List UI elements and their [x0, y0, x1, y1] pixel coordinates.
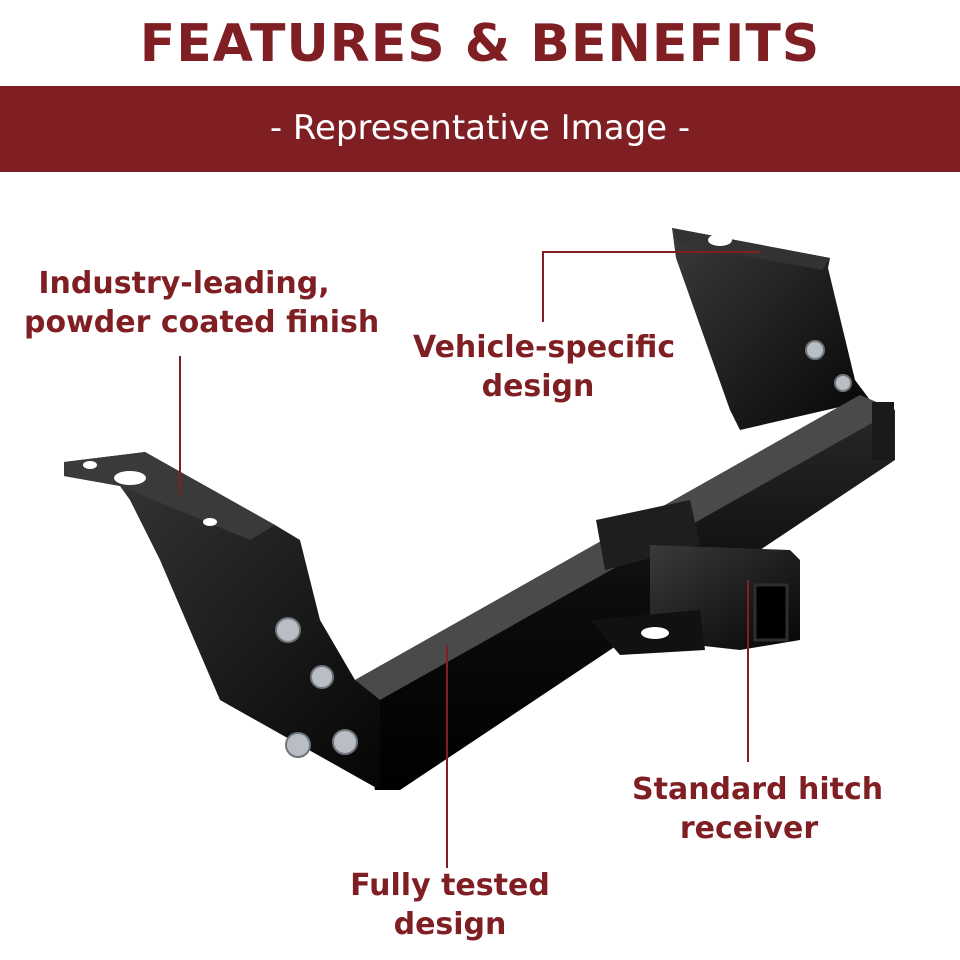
bolt-hardware — [275, 340, 852, 758]
right-mounting-bracket — [672, 228, 870, 430]
callout-tested-line-1: Fully tested — [350, 868, 550, 903]
callout-finish-line-2: powder coated finish — [24, 305, 380, 340]
banner-subtitle: - Representative Image - — [269, 108, 691, 148]
hitch-receiver — [590, 500, 800, 655]
left-mounting-bracket — [64, 452, 380, 790]
callout-receiver-line-1: Standard hitch — [632, 772, 884, 807]
callout-finish: Industry-leading, powder coated finish — [24, 264, 380, 342]
callout-vehicle-line-1: Vehicle-specific — [413, 330, 676, 365]
callout-hitch-receiver: Standard hitch receiver — [632, 770, 884, 848]
callout-vehicle-specific: Vehicle-specific design — [413, 328, 676, 406]
callout-receiver-line-2: receiver — [679, 811, 819, 846]
crossbar — [355, 395, 895, 790]
callout-fully-tested: Fully tested design — [350, 866, 550, 944]
subtitle-banner: - Representative Image - — [0, 86, 960, 172]
callout-lines — [179, 251, 760, 868]
page-title: FEATURES & BENEFITS — [139, 14, 821, 74]
callout-vehicle-line-2: design — [481, 369, 595, 404]
callout-finish-line-1: Industry-leading, — [38, 266, 330, 301]
callout-tested-line-2: design — [393, 907, 507, 942]
